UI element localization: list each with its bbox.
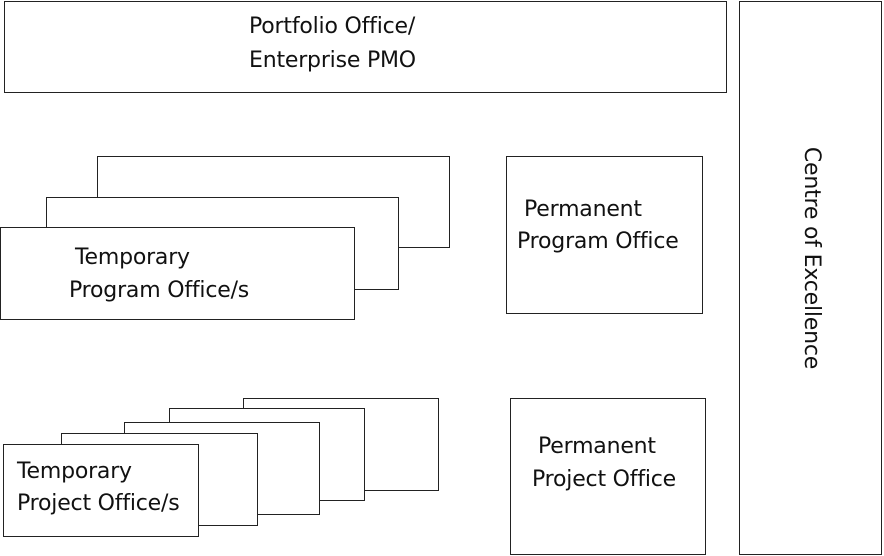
permanent-project-office-label-line2: Project Office (532, 467, 677, 492)
centre-of-excellence-box: Centre of Excellence (739, 1, 882, 555)
portfolio-office-box: Portfolio Office/ Enterprise PMO (4, 1, 727, 93)
portfolio-office-label-line1: Portfolio Office/ (249, 14, 416, 39)
temporary-project-office-box: Temporary Project Office/s (3, 444, 199, 537)
permanent-project-office-box: Permanent Project Office (510, 398, 706, 555)
permanent-project-office-label-line1: Permanent (538, 434, 656, 459)
temporary-program-office-box: Temporary Program Office/s (0, 227, 355, 320)
temporary-project-office-label-line2: Project Office/s (17, 491, 180, 516)
portfolio-office-label-line2: Enterprise PMO (249, 48, 416, 73)
temporary-program-office-label-line2: Program Office/s (69, 278, 250, 303)
temporary-project-office-label-line1: Temporary (17, 459, 132, 484)
permanent-program-office-box: Permanent Program Office (506, 156, 703, 314)
temporary-program-office-label-line1: Temporary (75, 245, 190, 270)
permanent-program-office-label-line1: Permanent (524, 197, 642, 222)
centre-of-excellence-label: Centre of Excellence (798, 146, 824, 370)
permanent-program-office-label-line2: Program Office (517, 229, 679, 254)
